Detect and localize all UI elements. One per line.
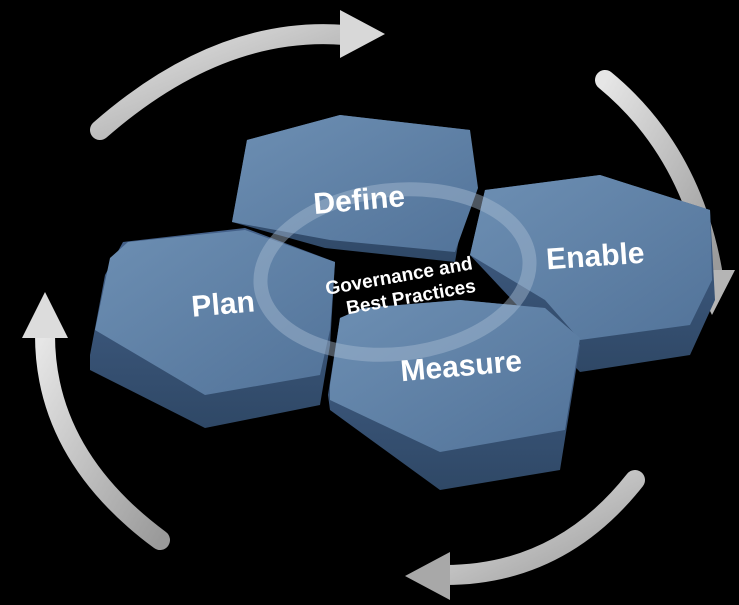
arrow-left [22,292,170,550]
arrow-bottom [405,470,645,600]
define-label: Define [312,180,406,221]
hex-plan[interactable] [90,228,335,428]
hex-define[interactable] [232,115,478,262]
arrow-top [90,10,385,140]
hex-measure[interactable] [328,300,580,490]
enable-label: Enable [545,237,645,277]
hex-enable[interactable] [470,175,715,372]
plan-label: Plan [190,285,256,323]
center-ring [253,182,537,362]
